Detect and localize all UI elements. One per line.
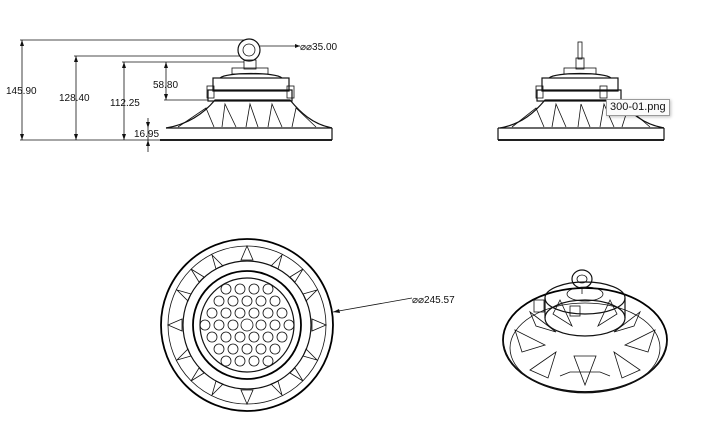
top-view [160,238,413,412]
filename-tooltip: 300-01.png [606,99,670,116]
dim-driver-height: 58.80 [153,80,178,91]
isometric-view [502,269,668,394]
dim-total-height: 145.90 [6,86,37,97]
front-dimensions [20,39,244,152]
dim-body-dia: ⌀⌀245.57 [412,295,455,306]
front-view [160,38,333,141]
dim-height-to-eye: 128.40 [59,93,90,104]
dim-height-to-driver: 112.25 [110,98,140,109]
dim-eyebolt-dia: ⌀⌀35.00 [300,42,338,53]
dim-base-height: 16.95 [134,129,159,140]
side-view [497,41,665,141]
